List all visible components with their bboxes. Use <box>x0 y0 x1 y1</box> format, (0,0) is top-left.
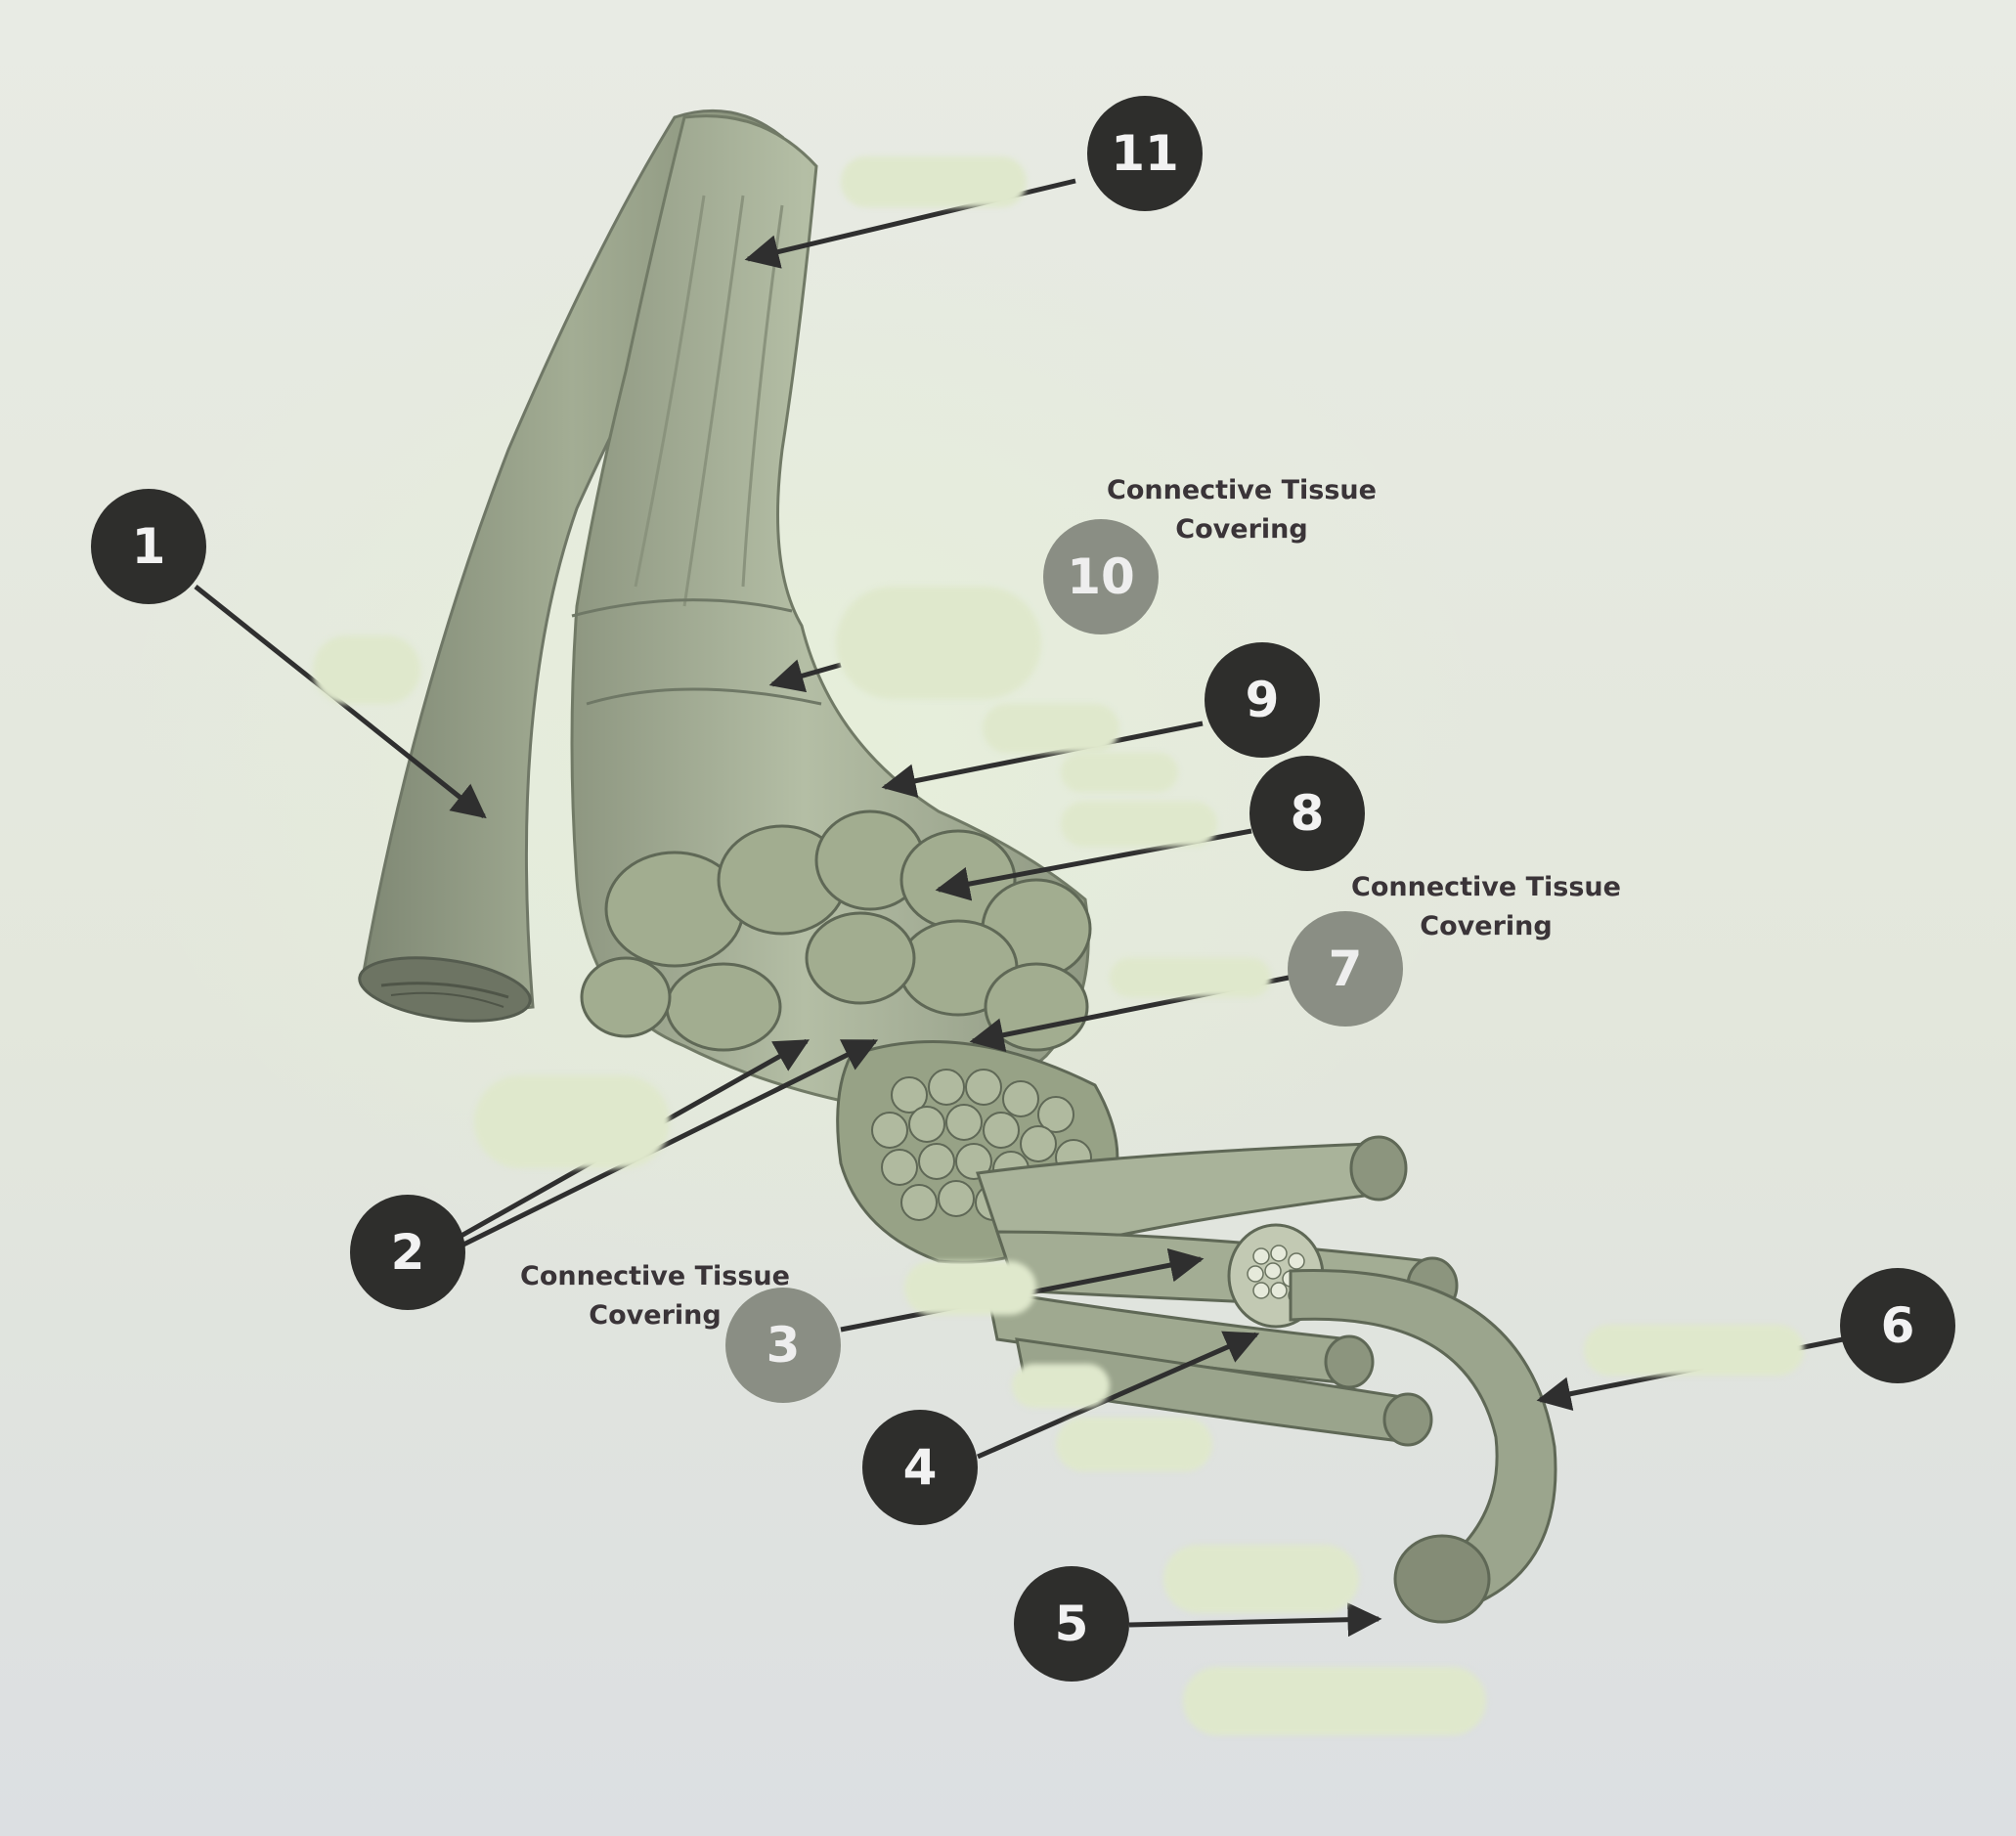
marker-10: 10 <box>1043 519 1159 634</box>
answer-blank-2 <box>474 1075 670 1168</box>
marker-2: 2 <box>350 1195 465 1310</box>
marker-11: 11 <box>1087 96 1203 211</box>
marker-7: 7 <box>1288 911 1403 1027</box>
muscle-fibers <box>976 1135 1557 1624</box>
note-3-line2: Covering <box>589 1300 722 1331</box>
leader-line-10 <box>768 659 842 693</box>
answer-blank-5a <box>1163 1545 1359 1613</box>
note-10-line2: Covering <box>1175 514 1308 545</box>
note-7-line1: Connective Tissue <box>1351 872 1621 902</box>
answer-blank-4b <box>1056 1418 1212 1471</box>
marker-6: 6 <box>1840 1268 1955 1383</box>
answer-blank-5b <box>1183 1667 1486 1735</box>
marker-3: 3 <box>725 1288 841 1403</box>
fascicle-bundle <box>580 809 1092 1052</box>
note-connective-tissue-10: Connective Tissue Covering <box>1095 471 1388 549</box>
note-connective-tissue-3: Connective Tissue Covering <box>508 1257 802 1335</box>
note-7-line2: Covering <box>1420 911 1553 941</box>
marker-1: 1 <box>91 489 206 604</box>
note-connective-tissue-7: Connective Tissue Covering <box>1339 868 1633 946</box>
answer-blank-8 <box>1061 802 1217 847</box>
leader-line-2b <box>458 1038 879 1249</box>
marker-9: 9 <box>1205 642 1320 758</box>
note-3-line1: Connective Tissue <box>520 1261 790 1291</box>
marker-4: 4 <box>862 1410 978 1525</box>
answer-blank-6 <box>1584 1325 1804 1376</box>
answer-blank-7 <box>1110 958 1271 997</box>
answer-blank-3 <box>904 1261 1036 1315</box>
leader-line-9 <box>881 721 1204 798</box>
leader-line-5 <box>1128 1602 1382 1638</box>
marker-5: 5 <box>1014 1566 1129 1682</box>
answer-blank-9a <box>983 704 1119 753</box>
note-10-line1: Connective Tissue <box>1107 475 1377 505</box>
answer-blank-4a <box>1012 1364 1110 1408</box>
answer-blank-1 <box>313 635 420 704</box>
leader-line-4 <box>976 1331 1260 1460</box>
marker-8: 8 <box>1249 756 1365 871</box>
answer-blank-9b <box>1061 753 1178 792</box>
answer-blank-10 <box>836 587 1041 699</box>
answer-blank-11 <box>841 156 1027 207</box>
